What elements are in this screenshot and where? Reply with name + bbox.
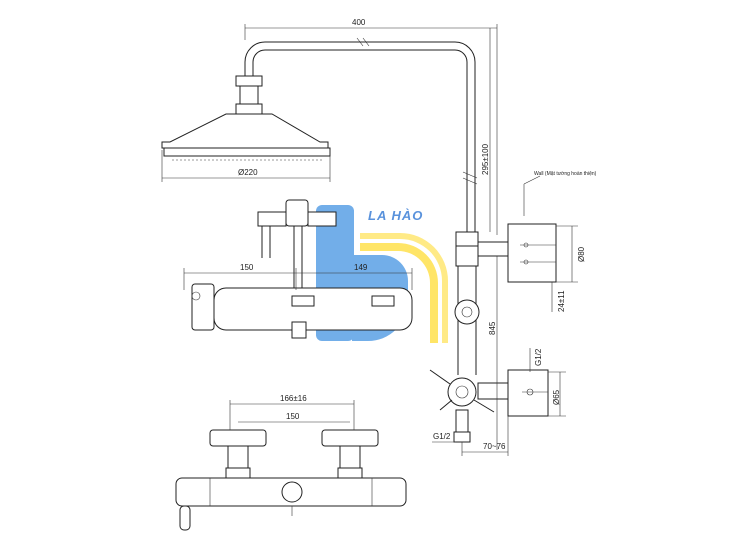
dim-flange-65: Ø65 (552, 389, 561, 405)
dim-wall-dist: 70~76 (483, 442, 506, 451)
dim-arm-drop: 295±100 (481, 143, 490, 175)
shower-column (244, 37, 509, 443)
wall-flange-upper (507, 223, 557, 283)
logo-yellow-arc-1 (360, 243, 438, 343)
wall-flange-lower (507, 369, 549, 417)
dim-head-dia: Ø220 (238, 168, 258, 177)
dimension-lines (161, 24, 578, 456)
mixer-body-top (191, 199, 413, 339)
dim-flange-24: 24±11 (557, 290, 566, 312)
dim-len-149: 149 (354, 263, 368, 272)
shower-head (161, 75, 331, 161)
dimension-labels: 400 295±100 Ø220 150 149 845 Ø80 24±11 G… (238, 18, 597, 451)
logo-text: LA HÀO (368, 208, 423, 223)
dim-g12-bottom: G1/2 (433, 432, 451, 441)
dim-centers: 166±16 (280, 394, 307, 403)
wall-note: Wall (Mặt tường hoàn thiện) (534, 171, 597, 177)
dim-flange-80: Ø80 (577, 246, 586, 262)
dim-arm-width: 400 (352, 18, 366, 27)
dim-g12-right: G1/2 (534, 348, 543, 366)
dim-len-150-top: 150 (240, 263, 254, 272)
dim-len-150-bottom: 150 (286, 412, 300, 421)
mixer-body-front (175, 429, 407, 531)
dim-rise-845: 845 (488, 321, 497, 335)
